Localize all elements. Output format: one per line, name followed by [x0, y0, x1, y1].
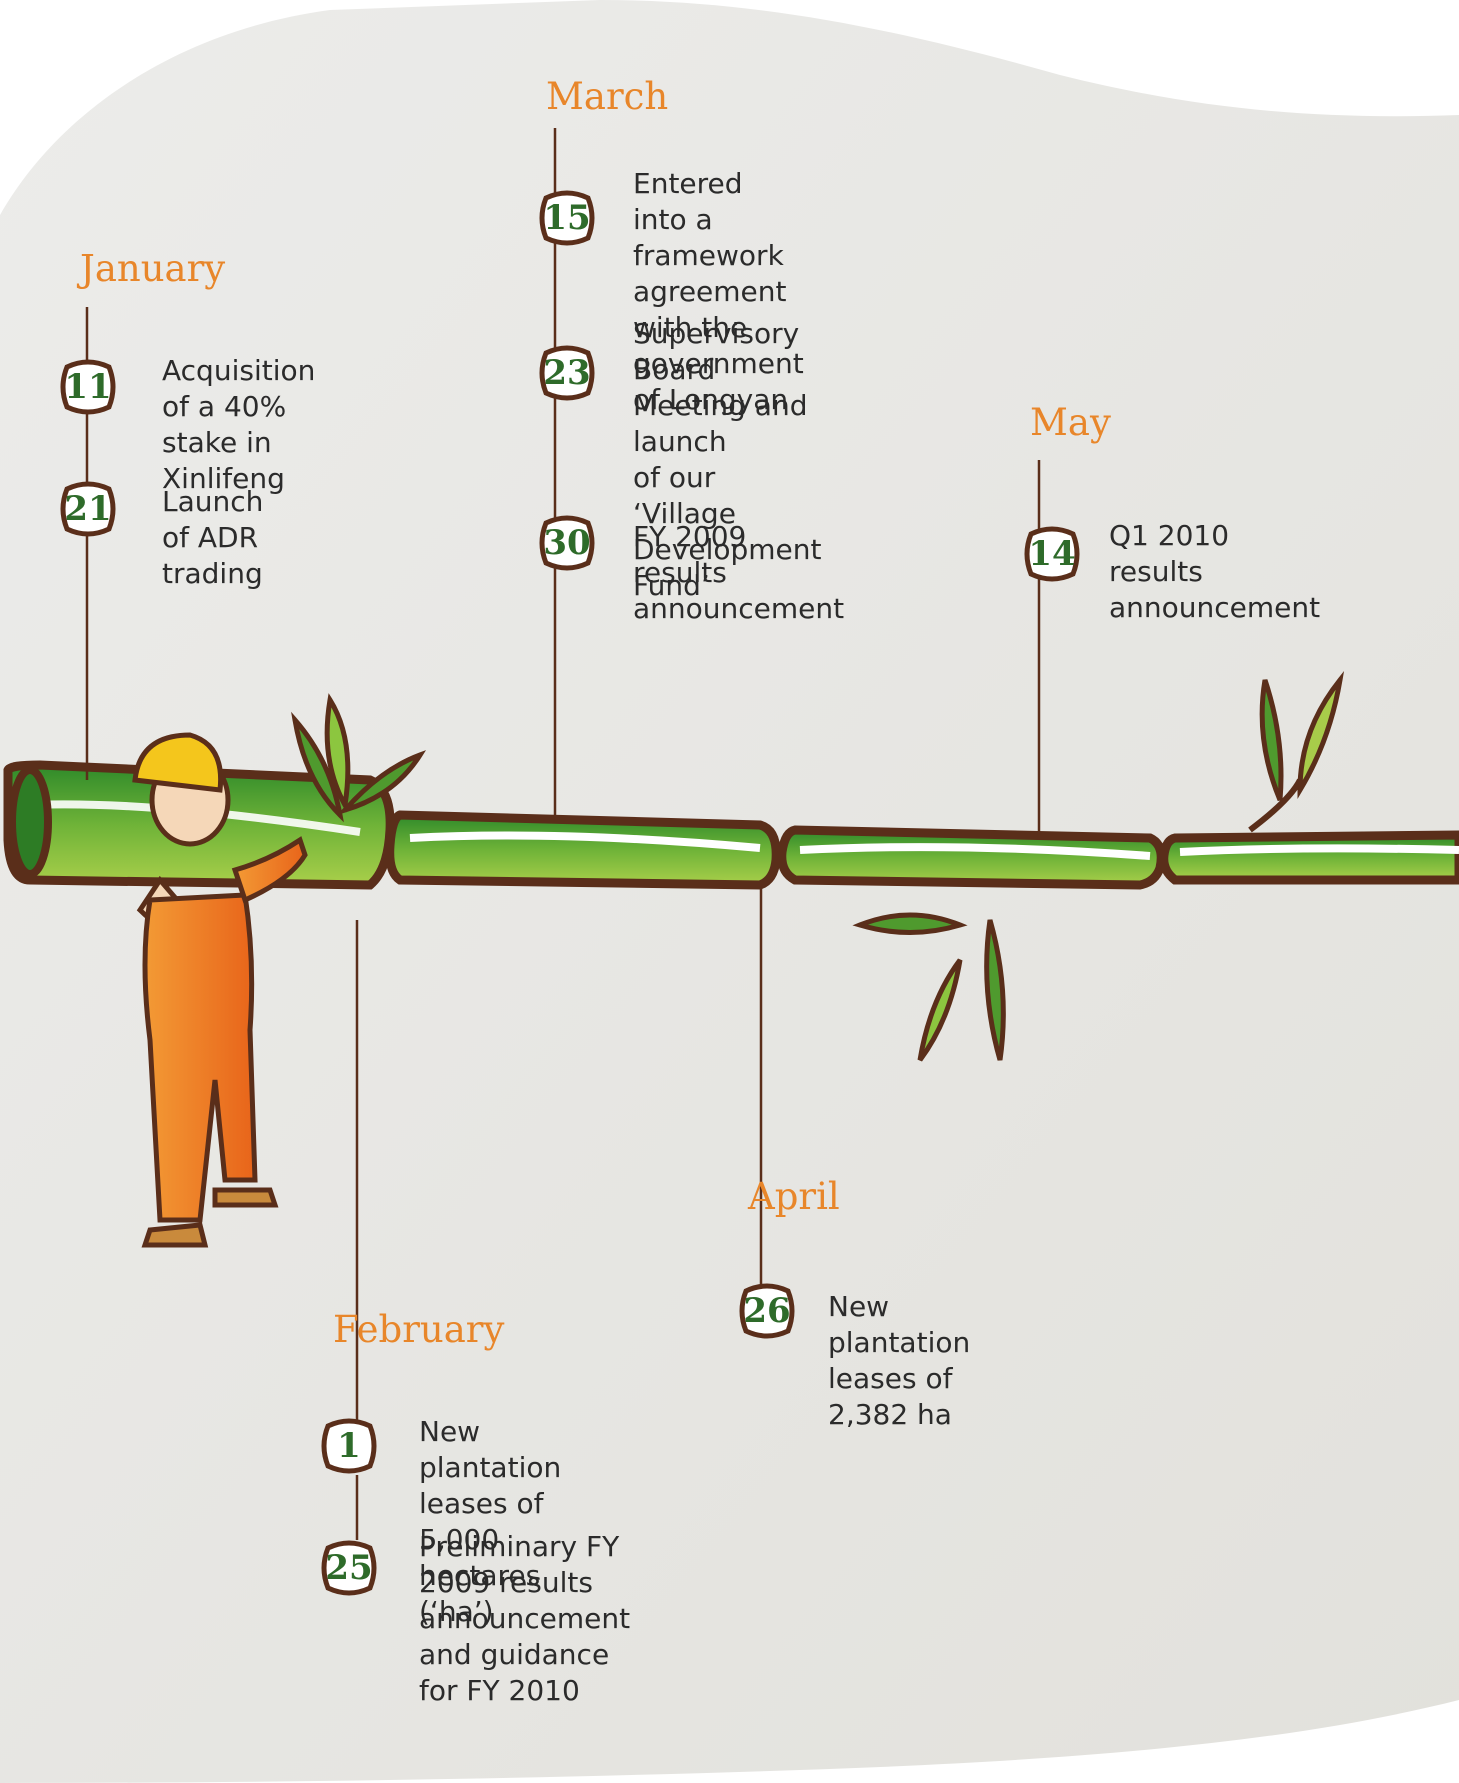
day-number: 23 — [536, 343, 598, 403]
day-badge: 25 — [318, 1538, 380, 1598]
day-badge: 11 — [57, 357, 119, 417]
day-number: 26 — [736, 1281, 798, 1341]
day-badge: 1 — [318, 1416, 380, 1476]
event-description: Acquisition of a 40% stake in Xinlifeng — [162, 353, 315, 497]
day-badge: 15 — [536, 188, 598, 248]
event-description: New plantation leases of 2,382 ha — [828, 1289, 970, 1433]
month-label-april: April — [748, 1178, 840, 1215]
day-number: 15 — [536, 188, 598, 248]
month-label-march: March — [546, 78, 668, 115]
event-description: Preliminary FY 2009 results announcement… — [419, 1529, 630, 1709]
day-number: 14 — [1021, 524, 1083, 584]
day-badge: 21 — [57, 479, 119, 539]
event-description: Launch of ADR trading — [162, 484, 263, 592]
day-number: 25 — [318, 1538, 380, 1598]
day-badge: 23 — [536, 343, 598, 403]
day-badge: 30 — [536, 513, 598, 573]
month-label-january: January — [80, 250, 225, 287]
day-number: 1 — [318, 1416, 380, 1476]
month-label-february: February — [333, 1311, 504, 1348]
day-badge: 14 — [1021, 524, 1083, 584]
day-badge: 26 — [736, 1281, 798, 1341]
day-number: 21 — [57, 479, 119, 539]
month-label-may: May — [1030, 404, 1111, 441]
event-description: FY 2009 results announcement — [633, 519, 844, 627]
event-description: Q1 2010 results announcement — [1109, 518, 1320, 626]
day-number: 30 — [536, 513, 598, 573]
day-number: 11 — [57, 357, 119, 417]
